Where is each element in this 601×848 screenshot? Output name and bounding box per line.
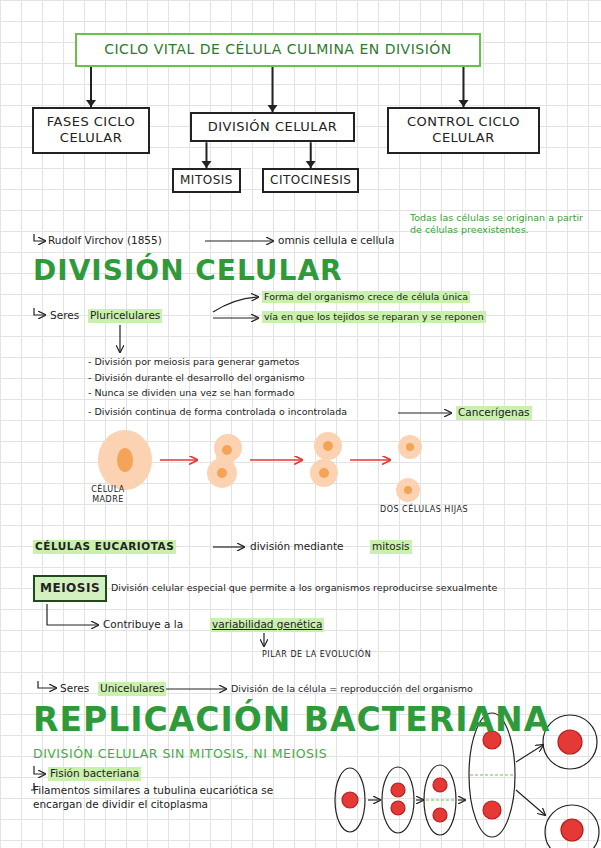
note-text: - División por meiosis para generar game… <box>88 356 299 368</box>
note-text: Forma del organismo crece de célula únic… <box>262 291 470 303</box>
note-text: Fisión bacteriana <box>48 767 141 781</box>
note-text: - División durante el desarrollo del org… <box>88 372 305 384</box>
arrow <box>162 688 226 689</box>
hook-arrow <box>34 234 45 241</box>
box-text: CICLO VITAL DE CÉLULA CULMINA EN DIVISIÓ… <box>87 41 469 59</box>
note-text: DIVISIÓN CELULAR SIN MITOSIS, NI MEIOSIS <box>33 746 327 762</box>
note-text: Cancerígenas <box>456 406 532 420</box>
box-text: FASES CICLO CELULAR <box>42 114 140 147</box>
concept-box: FASES CICLO CELULAR <box>32 107 150 154</box>
arrow <box>263 633 264 646</box>
box-text: DIVISIÓN CELULAR <box>200 119 345 135</box>
note-text: omnis cellula e cellula <box>278 234 394 248</box>
note-text: Pluricelulares <box>88 309 162 323</box>
note-text: - División continua de forma controlada … <box>88 406 347 418</box>
arrow <box>398 412 451 413</box>
concept-box: CONTROL CICLO CELULAR <box>387 107 540 154</box>
note-text: CÉLULA MADRE <box>85 485 131 506</box>
note-text: Seres <box>60 682 89 696</box>
note-text: Filamentos similares a tubulina eucariót… <box>33 784 323 811</box>
note-text: vía en que los tejidos se reparan y se r… <box>262 311 486 323</box>
note-text: División celular especial que permite a … <box>111 582 497 594</box>
connector-arrow <box>201 142 211 168</box>
note-text: Seres <box>50 309 79 323</box>
note-text: DIVISIÓN CELULAR <box>33 256 343 287</box>
concept-box: MEIOSIS <box>33 575 107 602</box>
note-text: DOS CÉLULAS HIJAS <box>380 505 468 515</box>
box-text: MEIOSIS <box>40 581 100 596</box>
hook-arrow <box>34 308 45 315</box>
note-text: Unicelulares <box>98 682 166 696</box>
note-text: - Nunca se dividen una vez se han formad… <box>88 387 294 399</box>
connector-arrow <box>268 67 278 113</box>
note-text: Contribuye a la <box>103 618 183 632</box>
arrow <box>213 546 244 547</box>
hook-arrow <box>38 681 56 688</box>
arrow <box>213 317 258 318</box>
arrow <box>119 325 120 352</box>
note-text: Rudolf Virchov (1855) <box>48 234 162 248</box>
cell-division <box>98 430 422 502</box>
note-text: División de la célula = reproducción del… <box>231 683 473 695</box>
connector-arrow <box>306 142 316 168</box>
concept-box: MITOSIS <box>172 168 241 193</box>
note-text: CÉLULAS EUCARIOTAS <box>33 540 176 554</box>
concept-box: CICLO VITAL DE CÉLULA CULMINA EN DIVISIÓ… <box>75 33 481 67</box>
arrow <box>213 297 258 312</box>
box-text: CITOCINESIS <box>270 173 351 188</box>
box-text: MITOSIS <box>180 173 233 188</box>
arrow <box>205 240 273 241</box>
note-text: división mediante <box>250 540 343 554</box>
concept-box: CITOCINESIS <box>262 168 359 193</box>
connector-arrow <box>86 67 96 108</box>
arrow <box>47 604 98 625</box>
note-text: mitosis <box>370 540 412 554</box>
note-text: REPLICACIÓN BACTERIANA <box>33 702 550 738</box>
connector-arrow <box>459 67 469 108</box>
note-text: PILAR DE LA EVOLUCIÓN <box>262 650 371 660</box>
box-text: CONTROL CICLO CELULAR <box>397 114 530 147</box>
hook-arrow <box>34 766 45 774</box>
note-text: Todas las células se originan a partir d… <box>410 212 595 237</box>
note-text: variabilidad genética <box>210 618 324 632</box>
concept-box: DIVISIÓN CELULAR <box>190 112 355 142</box>
